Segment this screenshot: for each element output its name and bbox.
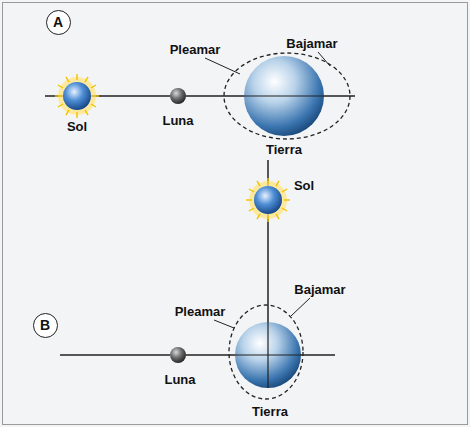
- panel-letter: B: [40, 318, 50, 332]
- sun-ray: [257, 214, 260, 219]
- sun-ray: [267, 216, 268, 222]
- alignment-line: [267, 160, 269, 186]
- leader-line: [205, 58, 240, 74]
- alignment-line: [267, 214, 269, 322]
- sun-ray: [85, 77, 88, 82]
- sun-ray: [58, 104, 63, 107]
- tide-bulge-ellipse: [229, 305, 303, 399]
- moon-drawing: [170, 347, 186, 363]
- sun-body: Sol: [254, 186, 282, 214]
- sun-sphere: [254, 186, 282, 214]
- earth-drawing: [244, 56, 324, 136]
- alignment-line: [186, 354, 235, 356]
- sun-glow: [58, 77, 96, 115]
- sun-drawing: [254, 186, 282, 214]
- panel-letter-circle: B: [33, 313, 58, 338]
- sun-ray: [276, 181, 279, 186]
- leader-line: [214, 320, 234, 328]
- panel-letter-circle: A: [46, 10, 71, 35]
- tide-label: Bajamar: [286, 37, 337, 52]
- sun-ray: [85, 110, 88, 115]
- earth-body: Tierra: [235, 322, 301, 388]
- sun-ray: [76, 112, 77, 118]
- moon-body: Luna: [170, 88, 186, 104]
- tide-label: Pleamar: [170, 43, 221, 58]
- sun-ray: [282, 208, 287, 211]
- body-name: Luna: [162, 114, 193, 129]
- moon-sphere: [170, 347, 186, 363]
- alignment-line: [60, 354, 170, 356]
- body-name: Luna: [164, 373, 195, 388]
- moon-drawing: [170, 88, 186, 104]
- alignment-line: [244, 95, 324, 96]
- earth-sphere: [244, 56, 324, 136]
- alignment-connector: [186, 355, 235, 356]
- earth-sphere: [235, 322, 301, 388]
- moon-body: Luna: [170, 347, 186, 363]
- sun-ray: [91, 85, 96, 88]
- sun-body: Sol: [63, 82, 91, 110]
- panel-letter: A: [53, 15, 63, 29]
- body-name: Tierra: [266, 143, 302, 158]
- sun-ray: [249, 208, 254, 211]
- leader-line: [291, 298, 310, 316]
- body-name: Sol: [67, 120, 87, 135]
- sun-ray: [58, 85, 63, 88]
- alignment-connector: [91, 96, 170, 97]
- body-name: Sol: [294, 179, 314, 194]
- sun-ray: [282, 189, 287, 192]
- sun-ray: [246, 199, 252, 200]
- sun-ray: [91, 104, 96, 107]
- moon-sphere: [170, 88, 186, 104]
- sun-ray: [249, 189, 254, 192]
- alignment-line: [267, 322, 268, 388]
- sun-ray: [284, 199, 290, 200]
- tide-label: Pleamar: [175, 305, 226, 320]
- tide-label: Bajamar: [294, 283, 345, 298]
- alignment-line: [301, 354, 335, 356]
- sun-ray: [55, 95, 61, 96]
- sun-ray: [66, 110, 69, 115]
- sun-ray: [66, 77, 69, 82]
- sun-sphere: [63, 82, 91, 110]
- alignment-line: [45, 95, 63, 97]
- alignment-connector: [268, 214, 269, 322]
- sun-ray: [257, 181, 260, 186]
- sun-ray: [93, 95, 99, 96]
- leader-line: [318, 52, 330, 66]
- sun-ray: [76, 74, 77, 80]
- earth-drawing: [235, 322, 301, 388]
- sun-drawing: [63, 82, 91, 110]
- frame-border: [3, 3, 468, 425]
- sun-glow: [249, 181, 287, 219]
- earth-body: Tierra: [244, 56, 324, 136]
- sun-ray: [276, 214, 279, 219]
- alignment-connector: [186, 96, 244, 97]
- alignment-line: [186, 95, 244, 97]
- alignment-line: [91, 95, 170, 97]
- sun-ray: [267, 178, 268, 184]
- body-name: Tierra: [252, 405, 288, 420]
